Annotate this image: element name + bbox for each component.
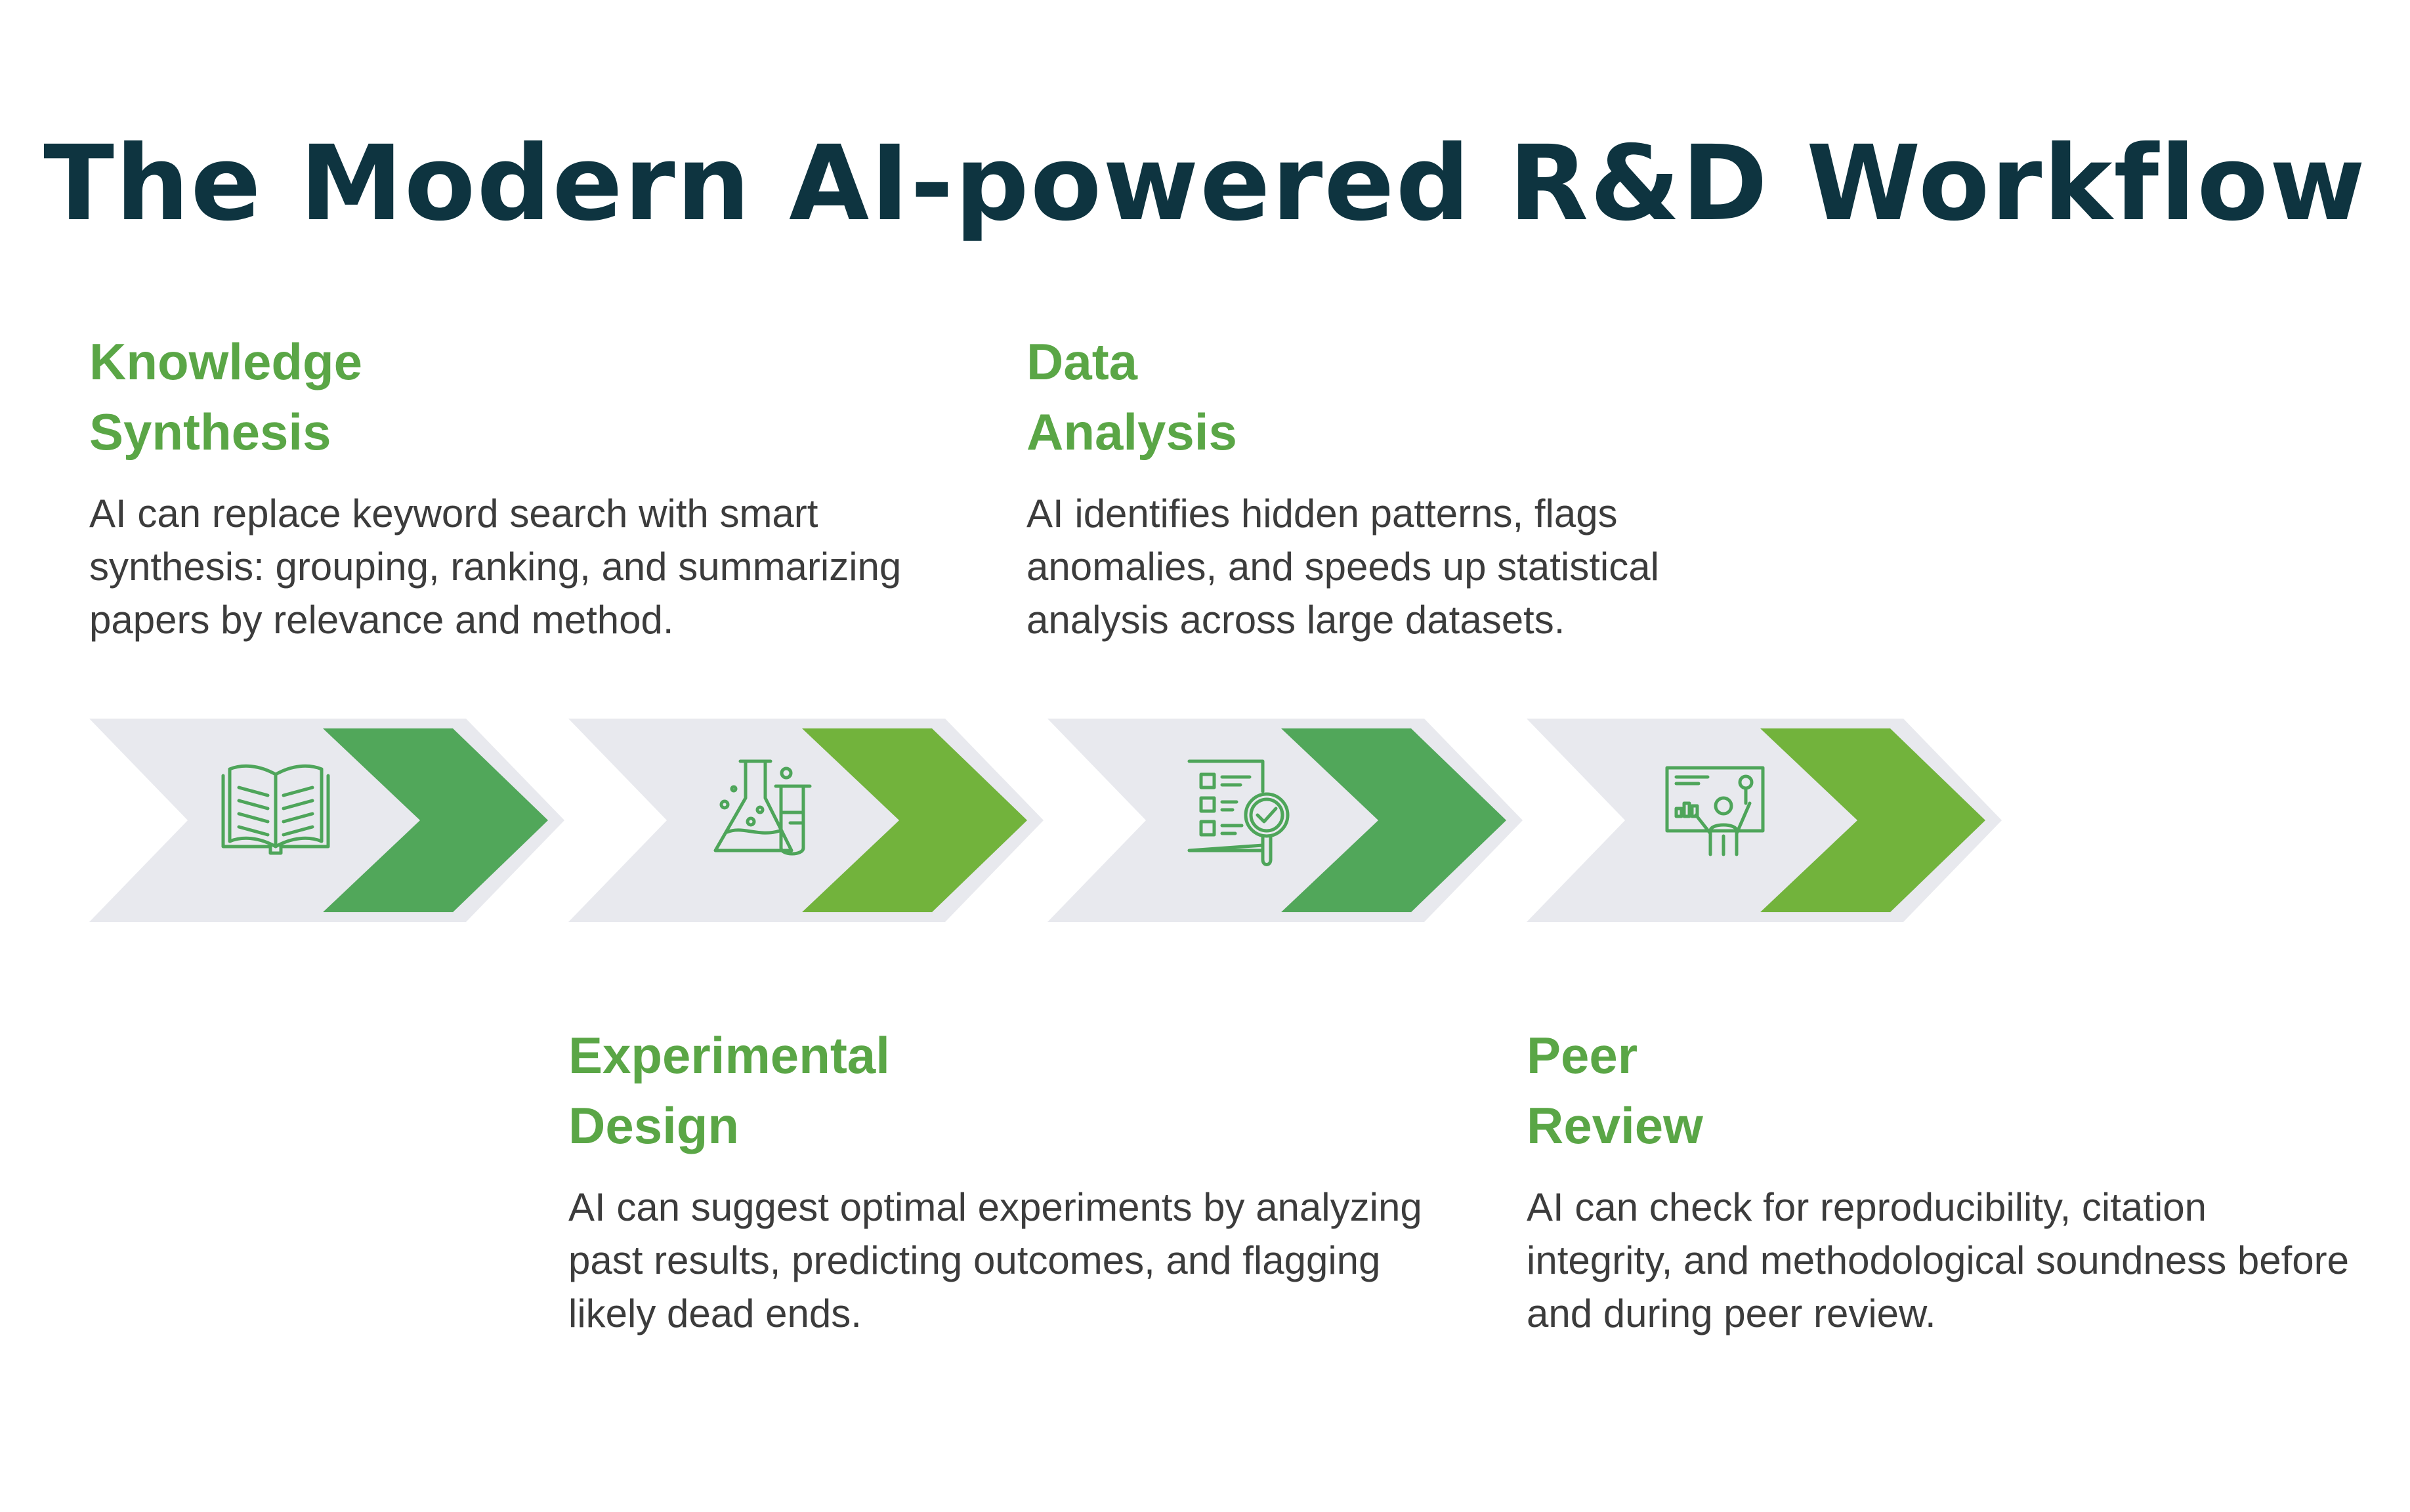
chevron-step-data-analysis — [1047, 719, 1523, 922]
chevron-step-experimental-design — [568, 719, 1044, 922]
step-description-data-analysis: AI identifies hidden patterns, flags ano… — [1026, 492, 1659, 642]
chevron-step-knowledge-synthesis — [89, 719, 564, 922]
lab-flask-icon — [713, 759, 812, 856]
step-title-experimental-design: Experimental Design — [568, 1026, 890, 1154]
open-book-icon — [221, 764, 330, 855]
step-description-experimental-design: AI can suggest optimal experiments by an… — [568, 1185, 1422, 1335]
chevron-accent — [323, 728, 548, 912]
step-description-knowledge-synthesis: AI can replace keyword search with smart… — [89, 492, 902, 642]
chevron-accent — [1281, 728, 1506, 912]
page-title: The Modern AI-powered R&D Workflow — [43, 123, 2367, 244]
step-description-peer-review: AI can check for reproducibility, citati… — [1527, 1185, 2350, 1335]
step-title-peer-review: Peer Review — [1527, 1026, 1703, 1154]
step-title-knowledge-synthesis: Knowledge Synthesis — [89, 333, 363, 461]
chevron-accent — [802, 728, 1027, 912]
presenter-board-icon — [1665, 766, 1765, 856]
step-title-data-analysis: Data Analysis — [1026, 333, 1237, 461]
checklist-magnifier-icon — [1187, 759, 1290, 866]
chevron-step-peer-review — [1527, 719, 2002, 922]
chevron-accent — [1760, 728, 1985, 912]
